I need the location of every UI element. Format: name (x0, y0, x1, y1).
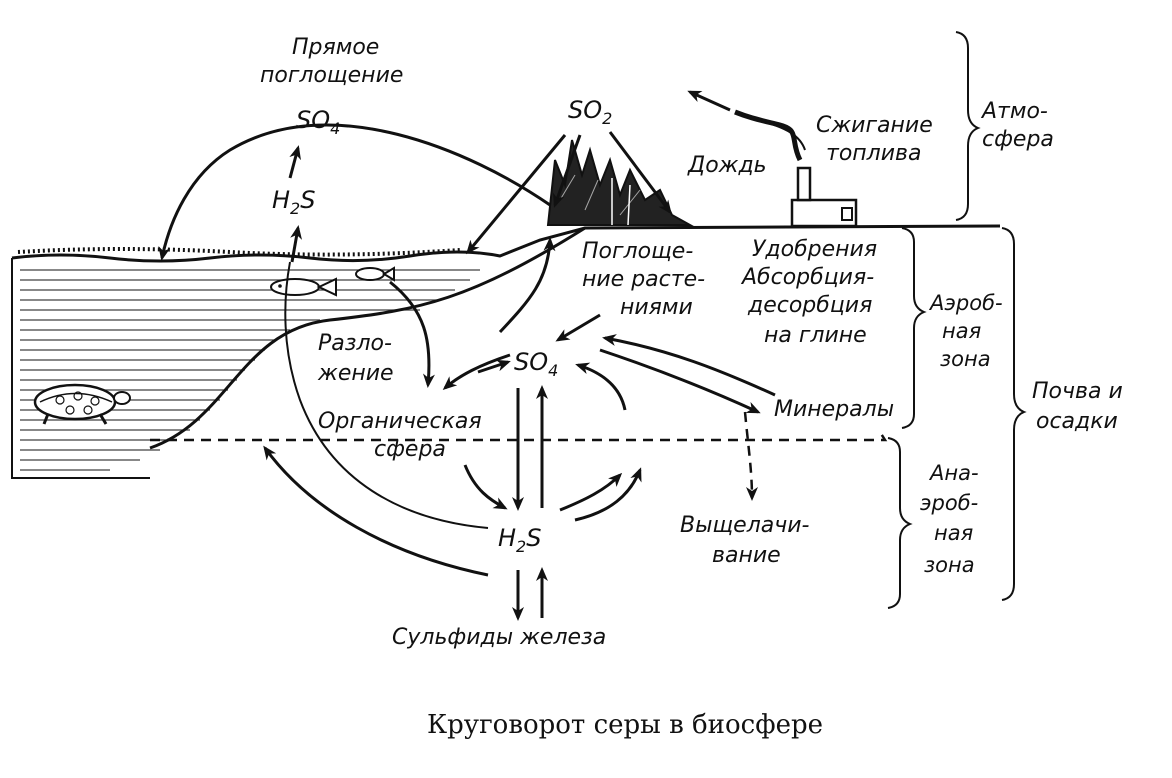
minerals-label: Минералы (774, 397, 894, 422)
fuel-label-2: топлива (826, 141, 921, 166)
diagram-caption: Круговорот серы в биосфере (427, 710, 823, 740)
soil-label-1: Почва и (1032, 379, 1123, 404)
organic-sphere-label-2: сфера (374, 437, 446, 462)
aerobic-boundary (150, 431, 888, 442)
turtle-icon (33, 383, 131, 425)
aerobic-zone-label-2: ная (942, 319, 981, 343)
small-fish-icon (355, 266, 395, 282)
anaerobic-zone-label-2: эроб- (920, 491, 978, 515)
plant-uptake-label-3: ниями (620, 295, 693, 320)
so4-top-label: SO4 (296, 106, 340, 138)
fuel-label-1: Сжигание (816, 113, 933, 138)
aerobic-zone-label-1: Аэроб- (928, 291, 1003, 315)
leaching-label-1: Выщелачи- (680, 513, 810, 538)
factory-icon (790, 166, 858, 228)
h2s-mid-label: H2S (498, 524, 541, 556)
fertilizer-label-4: на глине (764, 323, 867, 348)
water-body (11, 224, 1001, 479)
anaerobic-zone-label-1: Ана- (928, 461, 979, 485)
cycle-arrows (158, 123, 776, 621)
smoke-icon (687, 90, 806, 162)
iron-sulfides-label: Сульфиды железа (392, 625, 606, 650)
anaerobic-zone-label-4: зона (924, 553, 975, 577)
organic-sphere-label-1: Органическая (318, 409, 482, 434)
so2-label: SO2 (568, 96, 612, 128)
fertilizer-label-3: десорбция (747, 293, 872, 318)
rain-label: Дождь (687, 153, 767, 178)
so4-mid-label: SO4 (514, 348, 558, 380)
fertilizer-label-1: Удобрения (752, 237, 877, 262)
anaerobic-zone-label-3: ная (934, 521, 973, 545)
decomposition-label-1: Разло- (318, 331, 392, 356)
direct-uptake-label-2: поглощение (260, 63, 403, 88)
aerobic-zone-label-3: зона (940, 347, 991, 371)
soil-label-2: осадки (1036, 409, 1118, 434)
atmosphere-label-1: Атмо- (980, 99, 1048, 124)
plant-uptake-label-1: Поглоще- (582, 239, 693, 264)
decomposition-label-2: жение (317, 361, 394, 386)
leaching-label-2: вание (712, 543, 781, 568)
fish-icon (270, 277, 337, 297)
h2s-top-label: H2S (272, 186, 315, 218)
atmosphere-label-2: сфера (982, 127, 1054, 152)
zone-brackets (887, 31, 1027, 609)
fertilizer-label-2: Абсорбция- (740, 265, 874, 290)
plant-uptake-label-2: ние расте- (582, 267, 705, 292)
direct-uptake-label-1: Прямое (292, 35, 379, 60)
